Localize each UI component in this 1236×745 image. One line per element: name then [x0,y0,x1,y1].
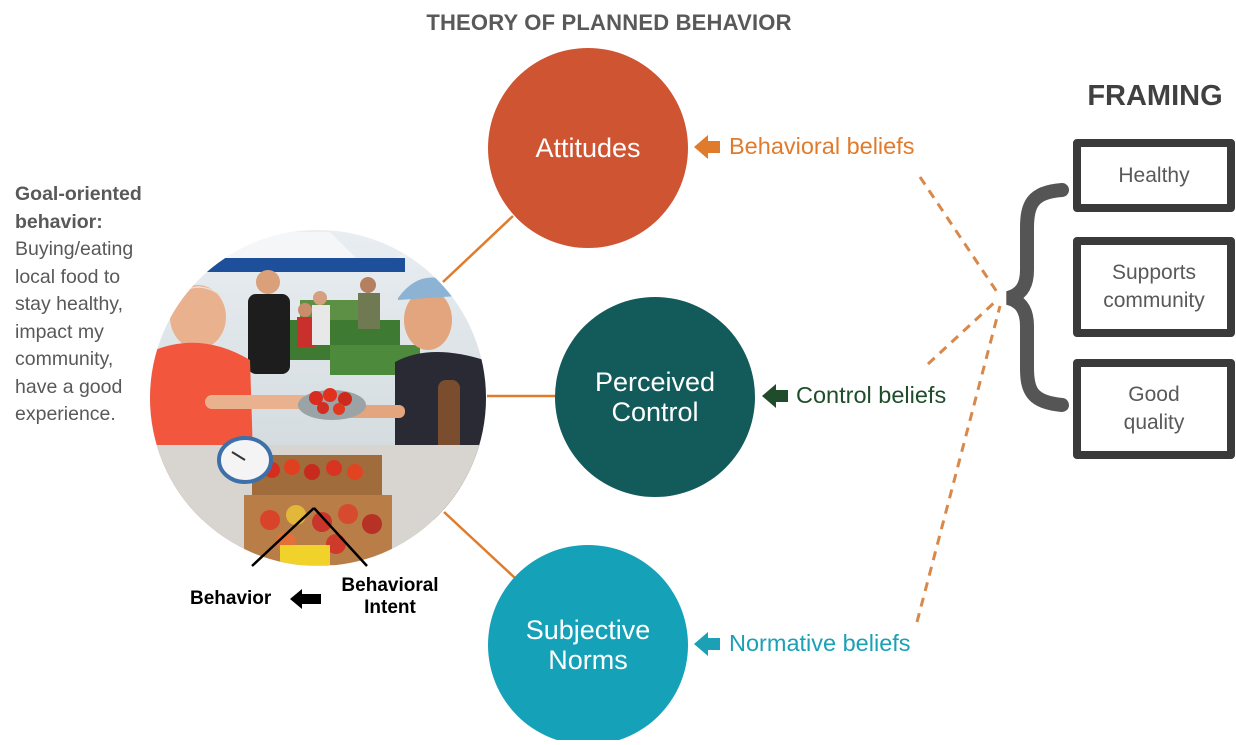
framing-item-line: community [1103,289,1205,312]
diagram-title: THEORY OF PLANNED BEHAVIOR [426,10,792,35]
framing-item-line: Supports [1111,261,1197,284]
perceived-control-label-line: Perceived [594,367,716,397]
attitudes-label-line: Attitudes [535,133,641,163]
behavior-arrow-icon [290,589,321,609]
callout-line-behavior [251,507,315,567]
dashed-link-normative [915,305,1002,623]
perceived-control-label: Perceived Control [555,297,755,497]
goal-description: Goal-oriented behavior: Buying/eating lo… [15,181,195,429]
control-beliefs-label: Control beliefs [796,382,947,408]
framing-item-healthy: Healthy [1073,139,1235,212]
behavioral-beliefs-label: Behavioral beliefs [729,133,915,159]
framing-item-line: Good [1128,383,1180,406]
goal-body-line: local food to [15,265,121,288]
arrow-control-icon [762,384,788,408]
framing-item-good-quality: Good quality [1073,359,1235,459]
subjective-norms-label-line: Subjective [525,615,651,645]
connector-attitudes [442,215,514,283]
behavioral-intent-label: Behavioral Intent [330,575,450,619]
goal-heading-line: behavior: [15,210,103,233]
goal-heading-line: Goal-oriented [15,183,142,205]
subjective-norms-label: Subjective Norms [488,545,688,745]
subjective-norms-label-line: Norms [548,645,628,675]
attitudes-circle [488,48,688,248]
behavior-label: Behavior [190,588,272,609]
arrow-behavioral-icon [694,135,720,159]
dashed-link-behavioral [918,176,999,293]
callout-line-intent [313,507,368,567]
goal-body-line: community, [15,348,114,370]
attitudes-label: Attitudes [488,48,688,248]
framing-item-line: quality [1123,411,1185,434]
perceived-control-circle [555,297,755,497]
subjective-norms-circle [488,545,688,740]
normative-beliefs-label: Normative beliefs [729,630,911,656]
goal-body-line: stay healthy, [15,293,124,315]
goal-body-line: Buying/eating [15,238,134,260]
arrow-normative-icon [694,632,720,656]
perceived-control-label-line: Control [611,397,699,427]
goal-body-line: have a good [15,375,123,398]
connector-norms [443,511,516,579]
goal-body-line: impact my [15,320,104,343]
behavioral-intent-line: Intent [364,597,416,618]
framing-brace [1005,183,1069,412]
framing-item-line: Healthy [1118,163,1190,187]
behavioral-intent-line: Behavioral [341,575,439,596]
goal-body-line: experience. [15,403,116,425]
framing-item-supports-community: Supports community [1073,237,1235,337]
framing-heading: FRAMING [1087,80,1223,112]
